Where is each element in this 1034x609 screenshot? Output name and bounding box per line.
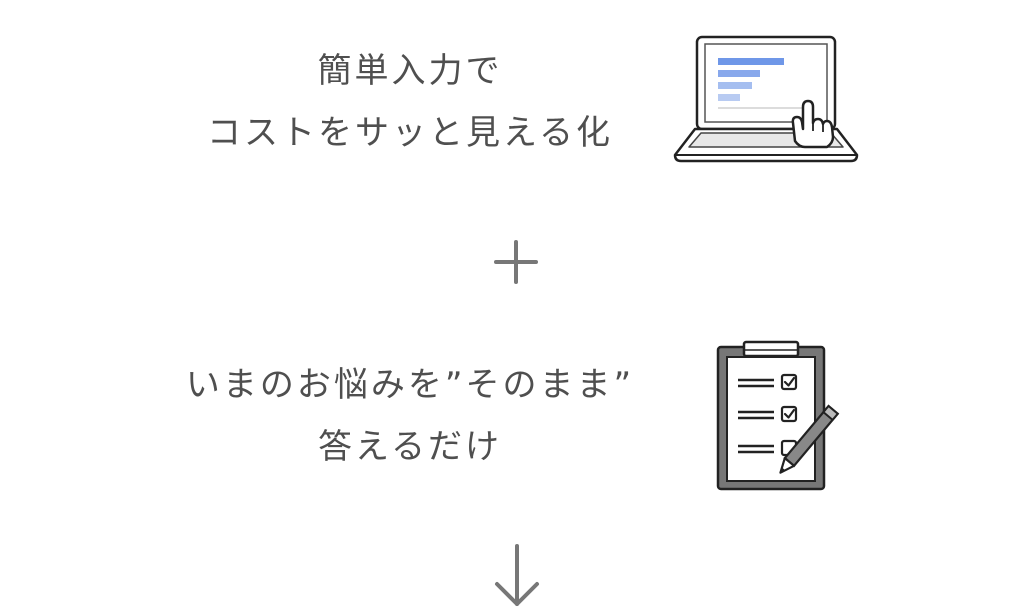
clipboard-checklist-icon	[716, 340, 840, 491]
feature-title-line2: コストをサッと見える化	[207, 113, 613, 153]
feature-title-line2: 答えるだけ	[318, 427, 502, 467]
feature-title-line1: いまのお悩みを”そのまま”	[185, 365, 635, 405]
feature-description-easy-input: 簡単入力で コストをサッと見える化	[120, 40, 700, 164]
feature-description-answer-as-is: いまのお悩みを”そのまま” 答えるだけ	[120, 354, 700, 478]
laptop-touch-icon	[673, 35, 859, 163]
feature-title-line1: 簡単入力で	[317, 51, 503, 91]
plus-icon	[494, 240, 538, 284]
arrow-down-icon	[495, 544, 539, 606]
